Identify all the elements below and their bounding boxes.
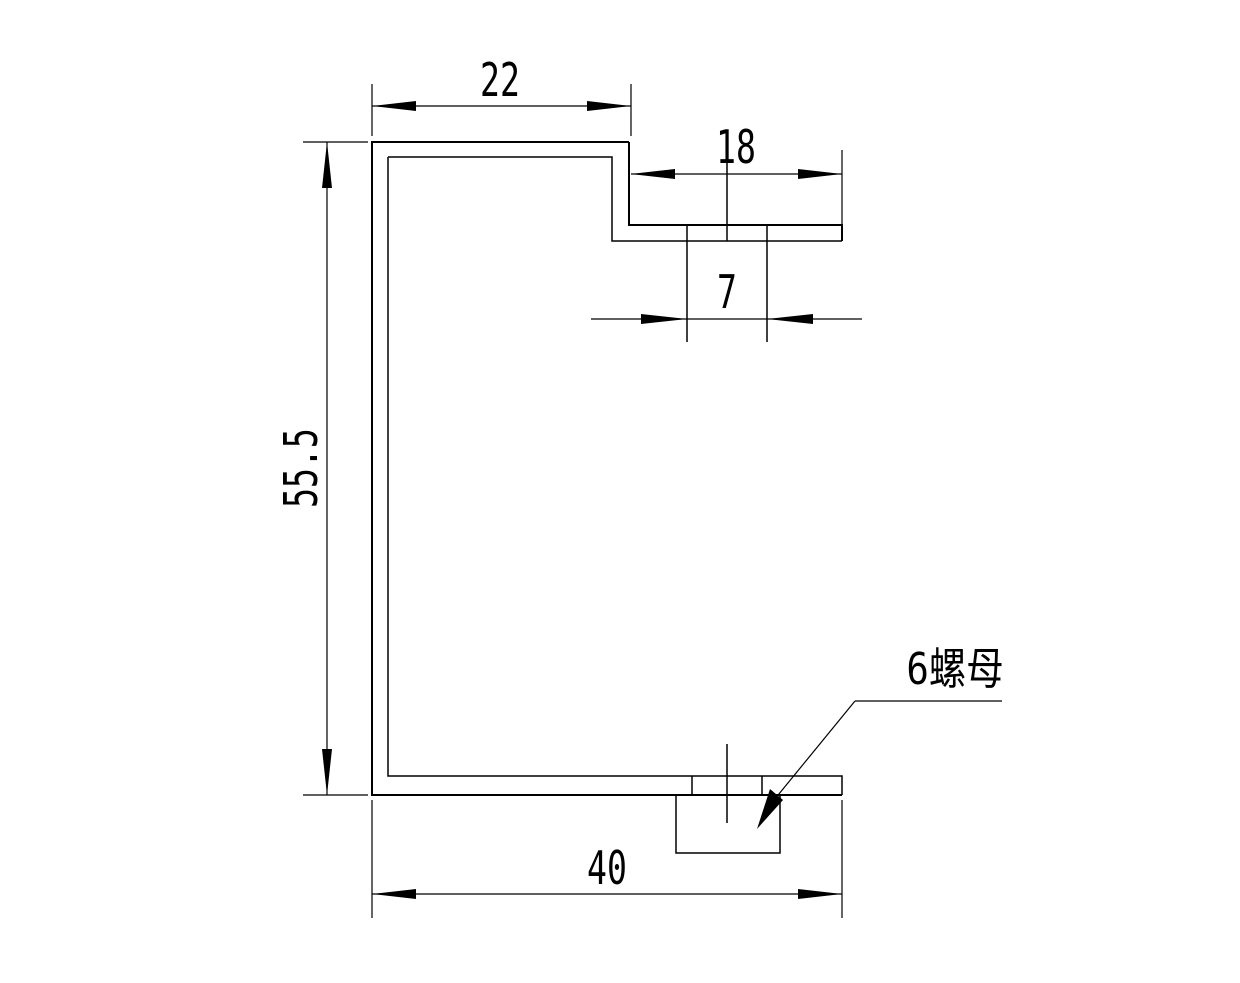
- dimension-7-label: 7: [717, 267, 737, 320]
- dimension-18-label: 18: [716, 122, 756, 175]
- leader-nut-label: 6螺母: [906, 643, 1003, 695]
- dimension-55-5-label: 55.5: [276, 428, 329, 508]
- dimension-22-label: 22: [480, 55, 520, 108]
- dimension-22: 22: [371, 55, 632, 136]
- slot-lines: [686, 150, 768, 342]
- nut-shape: [675, 744, 781, 854]
- leader-nut-note: 6螺母: [757, 643, 1004, 829]
- dimension-18: 18: [631, 122, 843, 224]
- dimension-7: 7: [591, 267, 862, 324]
- dimension-40: 40: [371, 800, 843, 918]
- dimension-40-label: 40: [587, 843, 627, 896]
- profile-outer-outline: [371, 141, 843, 796]
- dimension-55-5: 55.5: [276, 141, 368, 796]
- profile-inner-outline: [387, 156, 843, 795]
